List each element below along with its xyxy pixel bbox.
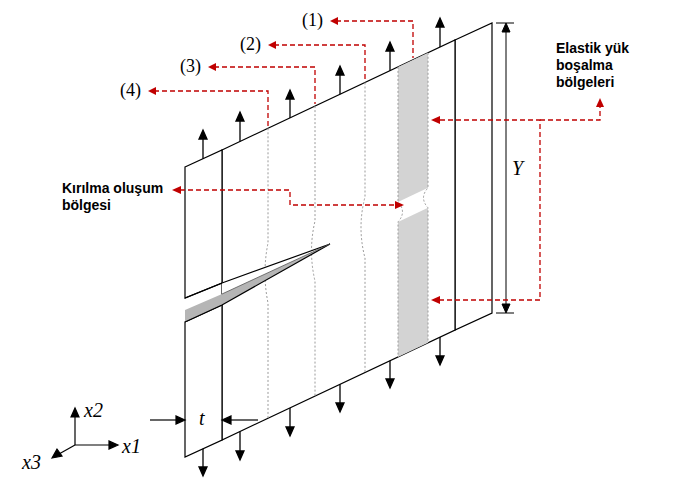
height-dimension	[496, 23, 514, 313]
front-face	[222, 40, 455, 440]
callout-number: (3)	[180, 56, 201, 78]
left-face-lower	[185, 305, 222, 457]
zone-label: Elastik yük boşalma bölgeleri	[556, 40, 674, 90]
dimension-label: t	[199, 406, 205, 430]
zone-label: Kırılma oluşum bölgesi	[62, 180, 166, 214]
elastic-zone-lower	[398, 208, 428, 357]
callout-leaders	[154, 21, 600, 300]
axis-label: x3	[22, 450, 41, 474]
axis-label: x1	[122, 434, 141, 458]
callout-number: (2)	[240, 34, 261, 56]
callout-number: (1)	[302, 10, 323, 32]
load-arrows-top	[199, 18, 444, 159]
elastic-zone-upper	[398, 53, 428, 202]
crack-edges	[185, 244, 330, 322]
crack-surface	[185, 244, 330, 322]
dimension-label: Y	[512, 156, 523, 180]
right-face	[455, 23, 492, 330]
leader-heads	[148, 17, 604, 304]
crack-front	[222, 244, 330, 294]
load-arrows-bottom	[199, 337, 444, 476]
callout-number: (4)	[120, 80, 141, 102]
left-face-upper	[185, 150, 222, 298]
axis-label: x2	[84, 398, 103, 422]
